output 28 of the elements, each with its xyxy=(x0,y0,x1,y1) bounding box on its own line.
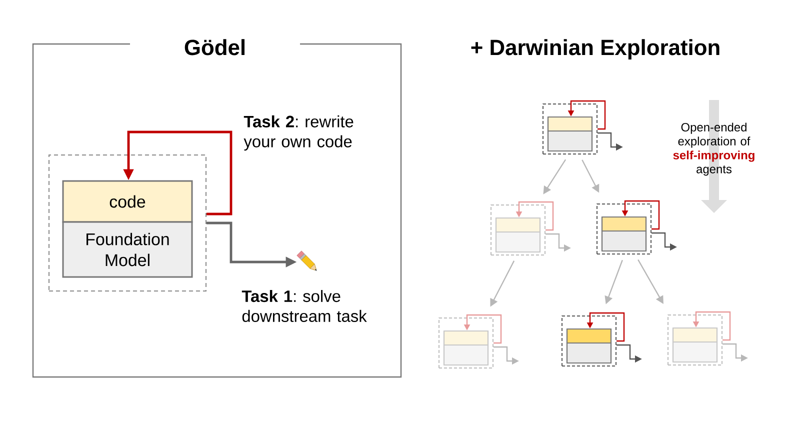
model-box xyxy=(495,231,541,253)
code-box xyxy=(672,327,718,343)
agent-box xyxy=(668,314,722,366)
agent-box xyxy=(438,318,494,368)
agent-box xyxy=(490,204,546,256)
model-box xyxy=(443,344,489,366)
panel-frame xyxy=(32,39,402,378)
annotation-text: Open-ended exploration of self-improving agents xyxy=(673,122,754,176)
code-box xyxy=(495,217,541,233)
code-box xyxy=(566,328,612,344)
model-box xyxy=(601,230,647,252)
agent-box xyxy=(48,154,206,292)
pencil-icon xyxy=(296,250,317,271)
model-box xyxy=(547,130,593,152)
model-box: Foundation Model xyxy=(62,221,193,278)
edge-label: Task 1: solve downstream task xyxy=(241,290,374,322)
panel-title: Gödel xyxy=(184,39,244,56)
model-box xyxy=(566,342,612,364)
edge-label: Task 2: rewrite your own code xyxy=(243,114,366,152)
code-box: code xyxy=(62,180,193,223)
code-box xyxy=(443,330,489,346)
code-box xyxy=(601,216,647,232)
agent-box xyxy=(596,204,652,254)
model-box xyxy=(672,341,718,363)
section-title: + Darwinian Exploration xyxy=(471,39,720,60)
code-box xyxy=(547,116,593,132)
agent-box xyxy=(542,104,598,154)
agent-box xyxy=(562,316,616,366)
